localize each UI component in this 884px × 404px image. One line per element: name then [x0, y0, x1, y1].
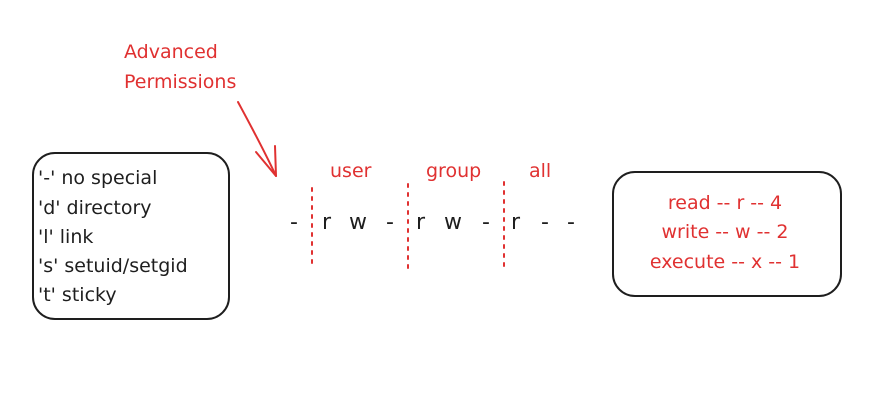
- permission-string: - r w - r w - r - -: [290, 210, 575, 235]
- perm-char-all-write: -: [541, 210, 549, 235]
- legend-list: read -- r -- 4 write -- w -- 2 execute -…: [650, 192, 800, 273]
- file-type-item: 's' setuid/setgid: [38, 255, 188, 277]
- file-types-list: '-' no special 'd' directory 'l' link 's…: [38, 167, 188, 306]
- group-label-user: user: [330, 160, 372, 182]
- legend-item-write: write -- w -- 2: [662, 221, 789, 243]
- perm-char-group-read: r: [416, 210, 426, 235]
- perm-char-group-write: w: [444, 210, 462, 235]
- file-types-box: [32, 152, 230, 320]
- perm-char-user-write: w: [349, 210, 367, 235]
- file-type-item: '-' no special: [38, 167, 157, 189]
- legend-item-execute: execute -- x -- 1: [650, 251, 800, 273]
- perm-char-all-read: r: [511, 210, 521, 235]
- annotation-arrow: [237, 101, 277, 177]
- perm-char-type: -: [290, 210, 298, 235]
- file-type-item: 't' sticky: [38, 284, 117, 306]
- file-type-item: 'l' link: [38, 226, 93, 248]
- group-label-group: group: [426, 160, 481, 182]
- legend-item-read: read -- r -- 4: [668, 192, 782, 214]
- file-type-item: 'd' directory: [38, 197, 152, 219]
- perm-char-group-exec: -: [482, 210, 490, 235]
- group-label-all: all: [529, 160, 551, 182]
- legend-box: [612, 171, 842, 297]
- annotation-arrow-head: [255, 145, 277, 177]
- perm-char-user-exec: -: [386, 210, 394, 235]
- annotation-line-2: Permissions: [124, 71, 236, 93]
- annotation-line-1: Advanced: [124, 41, 218, 63]
- perm-char-all-exec: -: [567, 210, 575, 235]
- perm-char-user-read: r: [322, 210, 332, 235]
